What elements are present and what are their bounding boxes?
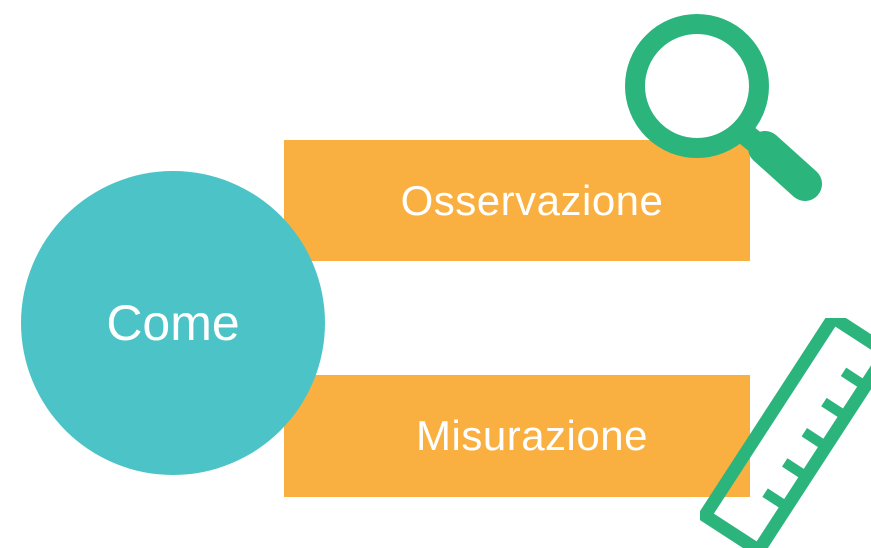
observation-box: Osservazione — [284, 140, 750, 261]
how-circle: Come — [21, 171, 325, 475]
observation-label: Osservazione — [400, 176, 664, 224]
magnifying-glass-icon — [625, 14, 822, 201]
ruler-icon — [700, 318, 871, 548]
how-label: Come — [106, 295, 240, 351]
measurement-box: Misurazione — [284, 375, 750, 497]
measurement-label: Misurazione — [416, 412, 648, 459]
